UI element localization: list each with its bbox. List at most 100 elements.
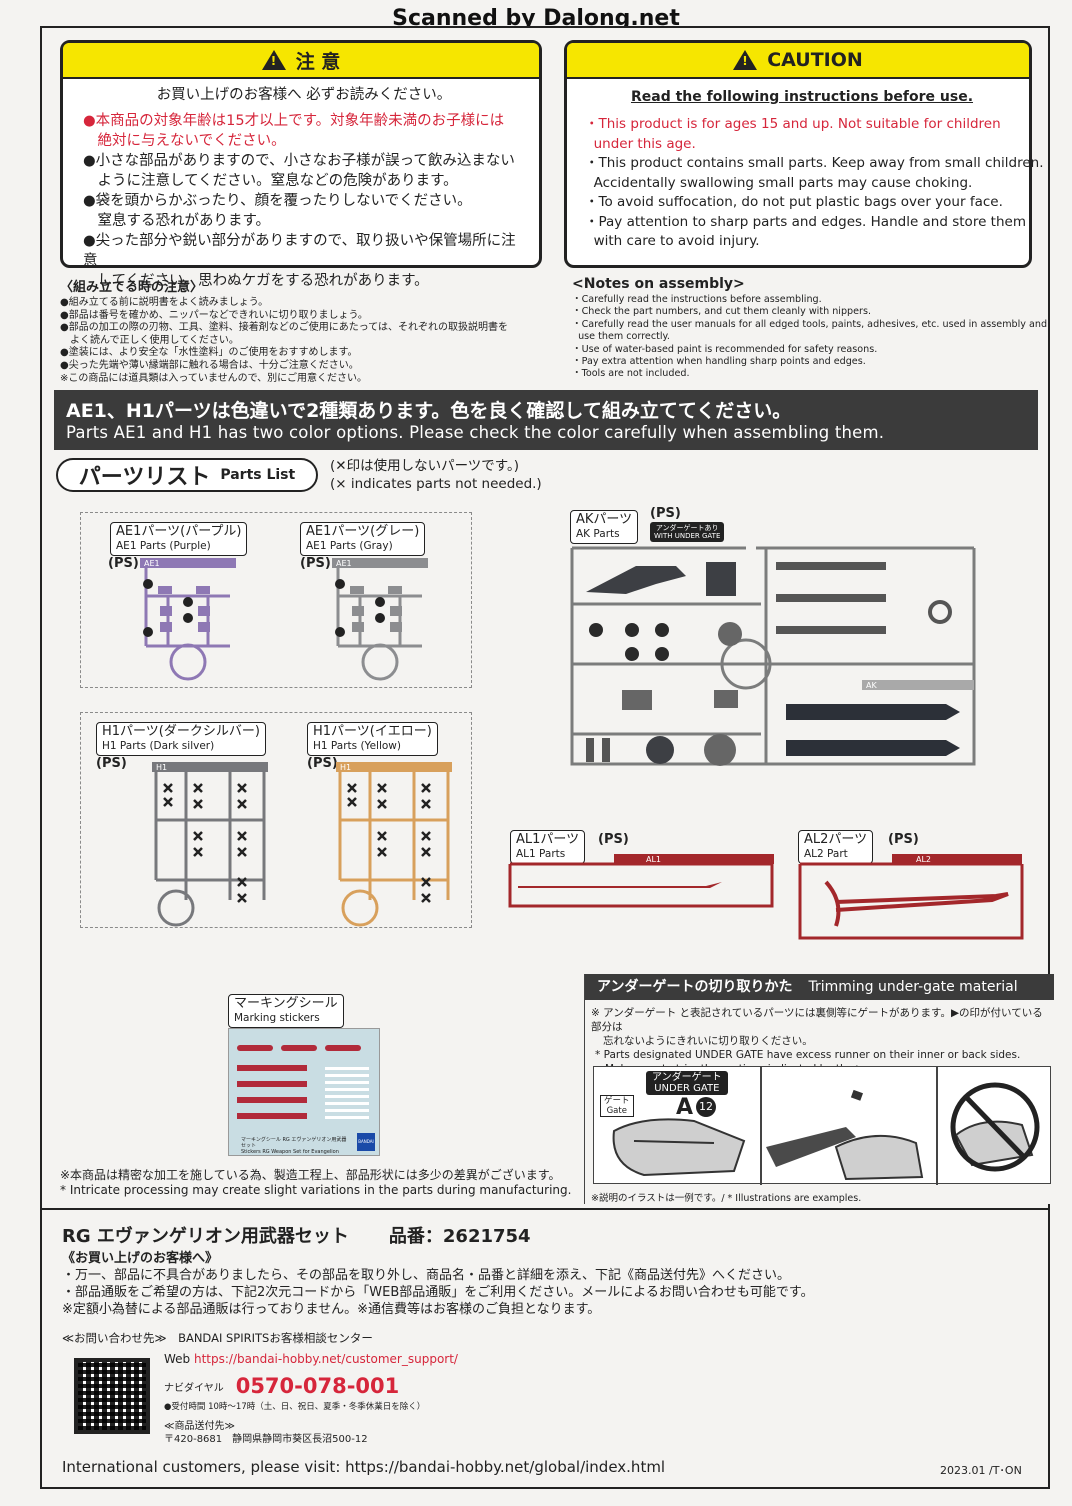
en-caution-list: ・This product is for ages 15 and up. Not… — [585, 115, 1044, 252]
list-item: ●袋を頭からかぶったり、顔を覆ったりしないでください。 — [83, 193, 472, 209]
customer-heading: 《お買い上げのお客様へ》 — [62, 1251, 219, 1266]
list-item: ・Check the part numbers, and cut them cl… — [572, 306, 872, 318]
list-item: ・Tools are not included. — [572, 368, 690, 380]
jp-caution-lead: お買い上げのお客様へ 必ずお読みください。 — [156, 87, 452, 103]
en-notes-title: <Notes on assembly> — [572, 276, 745, 292]
ae1-purple-ps: (PS) — [108, 556, 139, 571]
ae1-box — [80, 512, 472, 688]
list-item: ●部品は番号を確かめ、ニッパーなどできれいに切り取りましょう。 — [60, 309, 368, 321]
en-notes-list: ・Carefully read the instructions before … — [572, 294, 1048, 381]
ae1-gray-ps: (PS) — [300, 556, 331, 571]
web-label: Web — [164, 1352, 191, 1366]
list-item: ・Use of water-based paint is recommended… — [572, 343, 878, 355]
al2-title-en: AL2 Part — [804, 848, 848, 860]
al1-ps: (PS) — [598, 832, 629, 847]
h1-yellow-title: H1パーツ(イエロー)H1 Parts (Yellow) — [307, 722, 438, 756]
qr-code[interactable] — [74, 1358, 150, 1434]
runner-tag: AK — [866, 681, 877, 690]
ak-title-en: AK Parts — [576, 528, 620, 540]
marking-title-jp: マーキングシール — [234, 996, 338, 1011]
prohibited-icon — [950, 1082, 1040, 1172]
parts-list-title: パーツリスト Parts List — [56, 458, 318, 492]
al1-title-jp: AL1パーツ — [516, 832, 580, 847]
undergate-label-en: UNDER GATE — [654, 1083, 720, 1094]
customer-lines: ・万一、部品に不具合がありましたら、その部品を取り外し、商品名・品番と詳細を添え… — [62, 1267, 814, 1318]
parts-list-title-jp: パーツリスト — [78, 465, 211, 490]
ae1-purple-title: AE1パーツ(パープル)AE1 Parts (Purple) — [110, 522, 248, 556]
h1-dark-ps: (PS) — [96, 756, 127, 771]
en-caution-header: ! CAUTION — [567, 43, 1029, 79]
list-item: ●塗装には、より安全な「水性塗料」のご使用をおすすめします。 — [60, 347, 358, 359]
h1-dark-title-en: H1 Parts (Dark silver) — [102, 740, 215, 752]
en-caution-title: CAUTION — [767, 49, 863, 71]
list-item: under this age. — [585, 135, 696, 152]
list-item: してください。思わぬケガをする恐れがあります。 — [83, 273, 429, 289]
ae1-gray-title-jp: AE1パーツ(グレー) — [306, 524, 420, 539]
jp-caution-header: ! 注 意 — [63, 43, 539, 79]
undergate-part-number: 12 — [696, 1097, 716, 1117]
banner-jp: AE1、H1パーツは色違いで2種類あります。色を良く確認して組み立ててください。 — [66, 400, 792, 422]
en-caution-lead: Read the following instructions before u… — [630, 89, 974, 105]
runner-tag: AL1 — [646, 855, 661, 864]
parts-list-title-en: Parts List — [220, 467, 296, 483]
en-assembly-notes: <Notes on assembly> ・Carefully read the … — [572, 276, 1048, 381]
ae1-purple-title-en: AE1 Parts (Purple) — [116, 540, 211, 552]
jp-caution-title: 注 意 — [295, 50, 341, 73]
undergate-title-en: Trimming under-gate material — [808, 979, 1018, 995]
list-item: ・Carefully read the user manuals for all… — [572, 318, 1048, 330]
h1-dark-title-jp: H1パーツ(ダークシルバー) — [102, 724, 260, 739]
hours: ●受付時間 10時～17時（土、日、祝日、夏季・冬季休業日を除く） — [164, 1402, 426, 1412]
h1-yellow-ps: (PS) — [307, 756, 338, 771]
undergate-title-jp: アンダーゲートの切り取りかた — [597, 979, 793, 995]
product-name-text: RG エヴァンゲリオン用武器セット — [62, 1226, 349, 1247]
bandai-logo: BANDAI — [357, 1133, 375, 1151]
list-item: ・Pay extra attention when handling sharp… — [572, 356, 866, 368]
warning-icon: ! — [733, 50, 758, 70]
list-item: ●小さな部品がありますので、小さなお子様が誤って飲み込まない — [83, 153, 515, 169]
product-code: 品番：2621754 — [388, 1226, 531, 1247]
list-item: ・This product is for ages 15 and up. Not… — [585, 116, 1001, 132]
list-item: Accidentally swallowing small parts may … — [585, 174, 973, 191]
under-gate-badge-jp: アンダーゲートあり — [655, 524, 719, 532]
marking-title-en: Marking stickers — [234, 1012, 320, 1024]
list-item: ●尖った先端や薄い縁端部に触れる場合は、十分ご注意ください。 — [60, 359, 359, 371]
customer-info: 《お買い上げのお客様へ》 ・万一、部品に不具合がありましたら、その部品を取り外し… — [62, 1250, 814, 1318]
undergate-part-letter: A — [676, 1095, 694, 1120]
list-item: with care to avoid injury. — [585, 233, 760, 249]
undergate-en-line1: * Parts designated UNDER GATE have exces… — [595, 1049, 1021, 1061]
parts-list-note-jp: (✕印は使用しないパーツです。) — [330, 458, 519, 474]
list-item: 窒息する恐れがあります。 — [83, 213, 271, 229]
undergate-text: ※ アンダーゲート と表記されているパーツには裏側等にゲートがあります。▶の印が… — [585, 1000, 1054, 1076]
al2-runner: AL2 — [798, 854, 1024, 940]
ae1-gray-title: AE1パーツ(グレー)AE1 Parts (Gray) — [300, 522, 426, 556]
al1-title-en: AL1 Parts — [516, 848, 566, 860]
h1-yellow-title-en: H1 Parts (Yellow) — [313, 740, 401, 752]
undergate-jp-line2: 忘れないようにきれいに切り取りください。 — [603, 1035, 813, 1047]
web-url-link[interactable]: https://bandai-hobby.net/customer_suppor… — [194, 1352, 458, 1366]
list-item: ・部品通販をご希望の方は、下記2次元コードから「WEB部品通販」をご利用ください… — [62, 1285, 814, 1300]
ae1-purple-title-jp: AE1パーツ(パープル) — [116, 524, 242, 539]
ak-runner: AK — [570, 546, 976, 766]
h1-dark-runner: H1 — [152, 762, 268, 927]
print-date: 2023.01 /T･ON — [940, 1464, 1022, 1477]
divider — [42, 1208, 1048, 1210]
runner-tag: AL2 — [916, 855, 931, 864]
ae1-purple-runner: AE1 — [140, 558, 236, 681]
nipper-cut-drawing — [766, 1089, 924, 1181]
ship-label: ≪商品送付先≫ — [164, 1421, 235, 1432]
phone-number[interactable]: 0570-078-001 — [235, 1374, 400, 1398]
list-item: ●本商品の対象年齢は15才以上です。対象年齢未満のお子様には — [83, 113, 505, 129]
al2-title-jp: AL2パーツ — [804, 832, 868, 847]
variation-note-en: * Intricate processing may create slight… — [60, 1183, 572, 1197]
undergate-footnote: ※説明のイラストは一例です。/ * Illustrations are exam… — [591, 1193, 862, 1204]
warning-icon: ! — [261, 50, 286, 70]
list-item: ※この商品には道具類は入っていませんので、別にご用意ください。 — [60, 372, 367, 384]
